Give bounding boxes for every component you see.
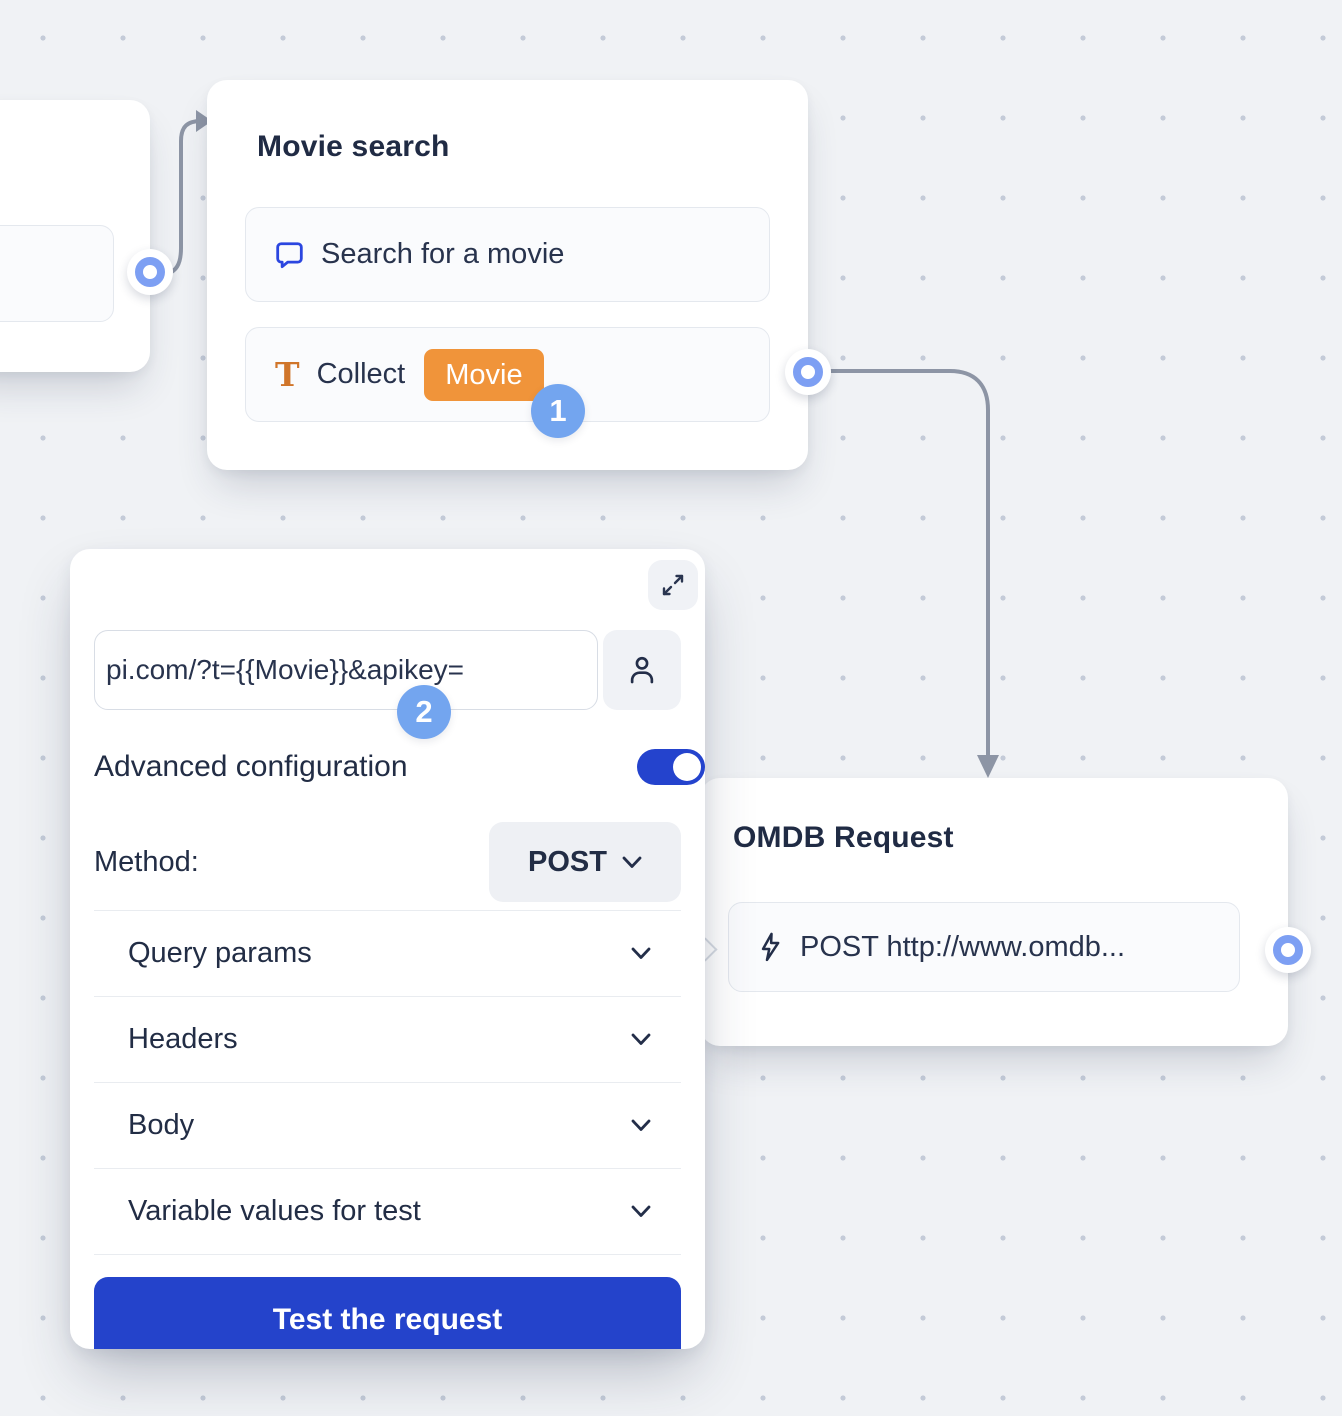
connector-left-to-movie <box>160 119 203 278</box>
movie-node-output-port[interactable] <box>785 349 831 395</box>
webhook-settings-panel[interactable]: Advanced configuration Method: POST Quer… <box>70 549 705 1349</box>
annotation-badge-2: 2 <box>397 685 451 739</box>
method-dropdown[interactable]: POST <box>489 822 681 902</box>
advanced-configuration-toggle[interactable] <box>637 749 705 785</box>
expand-icon <box>662 574 684 596</box>
connector-movie-to-omdb <box>818 369 990 759</box>
chevron-down-icon <box>631 947 651 959</box>
step-row-collect-input[interactable]: T Collect Movie <box>245 327 770 422</box>
chevron-down-icon <box>622 856 642 868</box>
chevron-down-icon <box>631 1205 651 1217</box>
step-row[interactable] <box>0 225 114 322</box>
test-request-button[interactable]: Test the request <box>94 1277 681 1349</box>
expand-button[interactable] <box>648 560 698 610</box>
node-title: Movie search <box>257 130 450 163</box>
section-body[interactable]: Body <box>94 1083 681 1169</box>
node-title: OMDB Request <box>733 821 954 854</box>
step-row-send-message[interactable]: Search for a movie <box>245 207 770 302</box>
movie-search-node[interactable]: Movie search Search for a movie T Collec… <box>207 80 808 470</box>
chevron-down-icon <box>631 1033 651 1045</box>
lightning-bolt-icon <box>761 932 780 962</box>
person-icon <box>630 656 654 684</box>
annotation-badge-1: 1 <box>531 384 585 438</box>
step-label: Search for a movie <box>321 238 565 270</box>
text-input-icon: T <box>275 355 300 394</box>
section-query-params[interactable]: Query params <box>94 911 681 997</box>
variable-badge: Movie <box>424 348 544 401</box>
arrowhead-down-icon <box>977 755 999 778</box>
chat-bubble-icon <box>276 241 303 268</box>
output-port[interactable] <box>127 249 173 295</box>
url-input[interactable] <box>94 630 598 710</box>
collapsible-sections: Query params Headers Body Variable value… <box>94 910 681 1255</box>
section-variable-values[interactable]: Variable values for test <box>94 1169 681 1255</box>
test-as-user-button[interactable] <box>603 630 681 710</box>
omdb-request-node[interactable]: OMDB Request POST http://www.omdb... <box>700 778 1288 1046</box>
advanced-configuration-label: Advanced configuration <box>94 750 408 783</box>
method-label: Method: <box>94 846 199 878</box>
step-label: Collect <box>316 358 406 390</box>
request-summary: POST http://www.omdb... <box>800 930 1126 963</box>
step-row-webhook[interactable]: POST http://www.omdb... <box>728 902 1240 992</box>
method-value: POST <box>528 845 607 878</box>
partial-node-card[interactable] <box>0 100 150 372</box>
omdb-output-port[interactable] <box>1265 927 1311 973</box>
chevron-down-icon <box>631 1119 651 1131</box>
section-headers[interactable]: Headers <box>94 997 681 1083</box>
